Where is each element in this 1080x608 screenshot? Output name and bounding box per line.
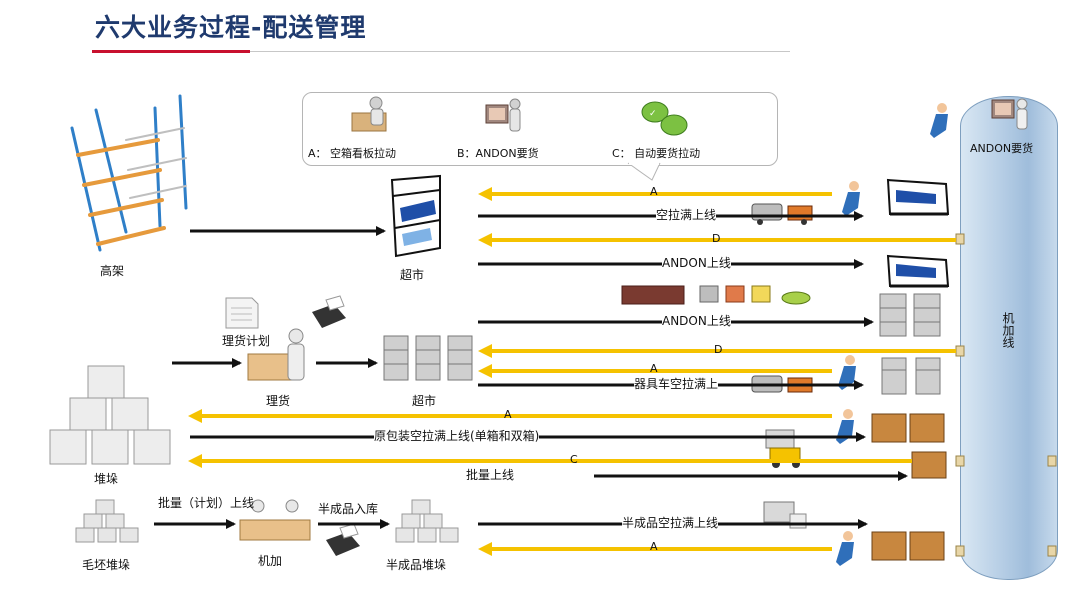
node-andon-request: ANDON要货 [970, 142, 1034, 155]
node-semi-finished-stacking: 半成品堆垛 [386, 558, 447, 572]
page-title: 六大业务过程-配送管理 [95, 13, 367, 42]
sorting-worker-icon [247, 328, 305, 381]
flow-qiju: 器具车空拉满上 [634, 377, 719, 391]
flow-a-top: A [650, 185, 658, 198]
node-high-rack: 高架 [100, 264, 125, 278]
legend-b-label: B：ANDON要货 [457, 147, 539, 160]
flow-a-bottom: A [650, 540, 658, 553]
svg-text:✓: ✓ [649, 109, 657, 119]
operator-icon-top [930, 103, 948, 138]
printer-icon-2 [326, 523, 360, 556]
flow-banchengpin-ruku: 半成品入库 [318, 502, 379, 516]
cart-group-right-1-icon [879, 293, 941, 337]
flow-a-long: A [504, 408, 512, 421]
cart-group-middle-icon [383, 335, 473, 381]
supermarket-rack-top-icon [390, 174, 441, 258]
tugger-train-icon-2 [751, 375, 813, 393]
title-underline [250, 51, 790, 52]
machining-line-pillar [960, 96, 1058, 580]
stacked-boxes-icon [49, 365, 171, 465]
node-stacking: 堆垛 [94, 472, 119, 486]
cart-group-right-2-icon [881, 357, 941, 395]
node-sorting: 理货 [266, 394, 291, 408]
node-supermarket-mid: 超市 [412, 394, 437, 408]
flow-d-top: D [712, 232, 721, 245]
flow-andon-2: ANDON上线 [662, 314, 731, 328]
node-blank-stacking: 毛坯堆垛 [82, 558, 131, 572]
semi-finished-stack-icon [395, 499, 459, 543]
legend-c-icon: ✓ [641, 101, 688, 136]
andon-terminal-icon [991, 98, 1028, 130]
flow-kongla: 空拉满上线 [656, 208, 717, 222]
flow-banchengpin-kong: 半成品空拉满上线 [622, 516, 719, 530]
pillar-signal-boxes [955, 233, 1057, 557]
node-machining-line: 机加线 [1001, 312, 1015, 348]
flow-piliang-jihua: 批量（计划）上线 [158, 496, 255, 510]
operator-icon-3 [836, 409, 854, 444]
supermarket-rack-right-2-icon [886, 254, 950, 288]
flow-andon-1: ANDON上线 [662, 256, 731, 270]
flow-yuanbaozhuang: 原包装空拉满上线(单箱和双箱) [374, 429, 540, 443]
flow-piliang: 批量上线 [466, 468, 515, 482]
bins-row-icon [621, 285, 811, 305]
operator-icon-1 [842, 181, 860, 216]
legend-pointer [627, 162, 661, 181]
node-machining: 机加 [258, 554, 283, 568]
printer-icon-1 [312, 295, 346, 328]
legend-a-label: A： 空箱看板拉动 [308, 147, 397, 160]
legend-a-icon [351, 96, 387, 132]
node-sorting-plan: 理货计划 [222, 334, 271, 348]
forklift-icon-1 [765, 429, 801, 468]
crates-group-icon [871, 413, 947, 561]
operator-icon-4 [836, 531, 854, 566]
title-underline-accent [92, 50, 250, 53]
flow-a-mid: A [650, 362, 658, 375]
supermarket-rack-right-1-icon [886, 178, 950, 216]
flow-c-long: C [570, 453, 578, 466]
legend-c-label: C： 自动要货拉动 [612, 147, 701, 160]
blank-stack-icon [75, 499, 139, 543]
high-rack-icon [70, 94, 188, 252]
document-icon [225, 297, 259, 329]
node-supermarket-top: 超市 [400, 268, 425, 282]
flow-d-mid: D [714, 343, 723, 356]
legend-b-icon [485, 98, 521, 132]
machining-workers-icon [239, 499, 311, 541]
